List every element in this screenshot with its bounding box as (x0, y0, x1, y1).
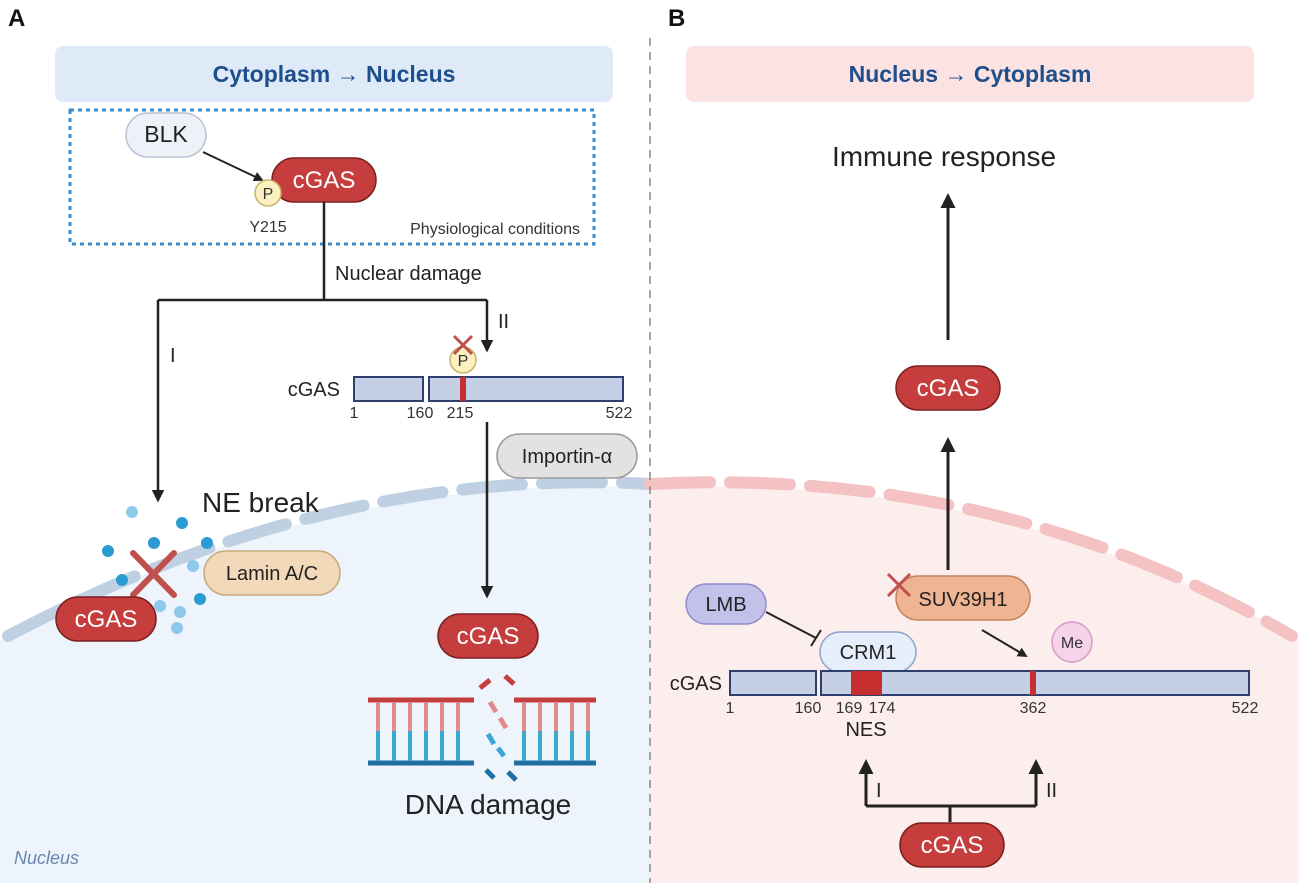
domain-label-a: cGAS (288, 379, 340, 401)
ne-break-cross-icon (130, 550, 177, 598)
nuclear-damage-label: Nuclear damage (335, 263, 482, 285)
tick-a-215: 215 (447, 405, 474, 422)
tick-b-169: 169 (836, 700, 863, 717)
nuclear-fragments (102, 506, 213, 634)
cgas-bottom-label: cGAS (921, 832, 984, 859)
phospho-circle-top (254, 179, 282, 207)
tick-b-160: 160 (795, 700, 822, 717)
lmb-pill (685, 583, 767, 625)
lamin-label: Lamin A/C (226, 563, 318, 585)
cgas-left-label: cGAS (75, 606, 138, 633)
tick-a-160: 160 (407, 405, 434, 422)
importin-label: Importin-α (522, 446, 612, 468)
tick-b-522: 522 (1232, 700, 1259, 717)
lamin-pill (203, 550, 341, 596)
inhibition-icon (765, 611, 822, 647)
blk-pill (125, 112, 207, 158)
cgas-left-pill (55, 596, 157, 642)
site-362 (1030, 671, 1036, 695)
nucleus-label: Nucleus (14, 848, 79, 868)
panel-letter-a: A (8, 5, 25, 32)
tick-a-1: 1 (350, 405, 359, 422)
importin-pill (496, 433, 638, 479)
cgas-mid-label: cGAS (917, 375, 980, 402)
physiological-box (68, 108, 596, 246)
dna-damage-label: DNA damage (405, 789, 572, 820)
domain-a-n-terminal (353, 376, 424, 402)
header-b: Nucleus → Cytoplasm (849, 61, 1092, 87)
dna-break-fragments (478, 674, 518, 782)
tick-b-1: 1 (726, 700, 735, 717)
tick-b-174: 174 (869, 700, 896, 717)
lmb-label: LMB (705, 594, 746, 616)
tick-b-362: 362 (1020, 700, 1047, 717)
nes-site (851, 671, 882, 695)
blk-arrow (202, 151, 264, 182)
panel-b: B Nucleus → Cytoplasm Immune response cG… (668, 5, 1259, 868)
cgas-bottom-pill (899, 822, 1005, 868)
route-i-label-b: I (876, 780, 882, 802)
header-box-a (55, 46, 613, 102)
cgas-top-label: cGAS (293, 167, 356, 194)
dna-icon (368, 674, 596, 782)
cgas-center-pill (437, 613, 539, 659)
header-box-b (686, 46, 1254, 102)
route-ii-label-b: II (1046, 780, 1057, 802)
physiological-label: Physiological conditions (410, 221, 580, 238)
domain-a-c-terminal (428, 376, 624, 402)
cgas-center-label: cGAS (457, 623, 520, 650)
crm1-label: CRM1 (840, 642, 897, 664)
panel-a: A Cytoplasm → Nucleus BLK cGAS P Y215 Ph… (8, 5, 638, 868)
nes-label: NES (845, 719, 886, 741)
route-ii-label-a: II (498, 311, 509, 333)
suv39h1-pill (895, 575, 1031, 621)
header-a: Cytoplasm → Nucleus (213, 61, 456, 87)
ne-break-label: NE break (202, 487, 320, 518)
y215-label: Y215 (249, 219, 286, 236)
tick-a-522: 522 (606, 405, 633, 422)
me-circle (1051, 621, 1093, 663)
blk-label: BLK (144, 121, 188, 147)
domain-b-n-terminal (729, 670, 817, 696)
nucleus-area-left (0, 486, 650, 883)
domain-label-b: cGAS (670, 673, 722, 695)
nuclear-envelope-right (644, 476, 1298, 642)
immune-response-label: Immune response (832, 141, 1056, 172)
phospho-label-site: P (458, 353, 469, 370)
phospho-label-top: P (263, 186, 274, 203)
methylation-arrow (981, 629, 1028, 658)
nuclear-envelope-left (2, 476, 656, 642)
site-215 (460, 377, 466, 401)
me-label: Me (1061, 635, 1083, 652)
route-i-label-a: I (170, 345, 176, 367)
phospho-blocked-cross-icon (452, 334, 474, 356)
suv39h1-label: SUV39H1 (919, 589, 1008, 611)
cgas-mid-pill (895, 365, 1001, 411)
panel-letter-b: B (668, 5, 685, 32)
suv39h1-cross-icon (886, 572, 912, 598)
